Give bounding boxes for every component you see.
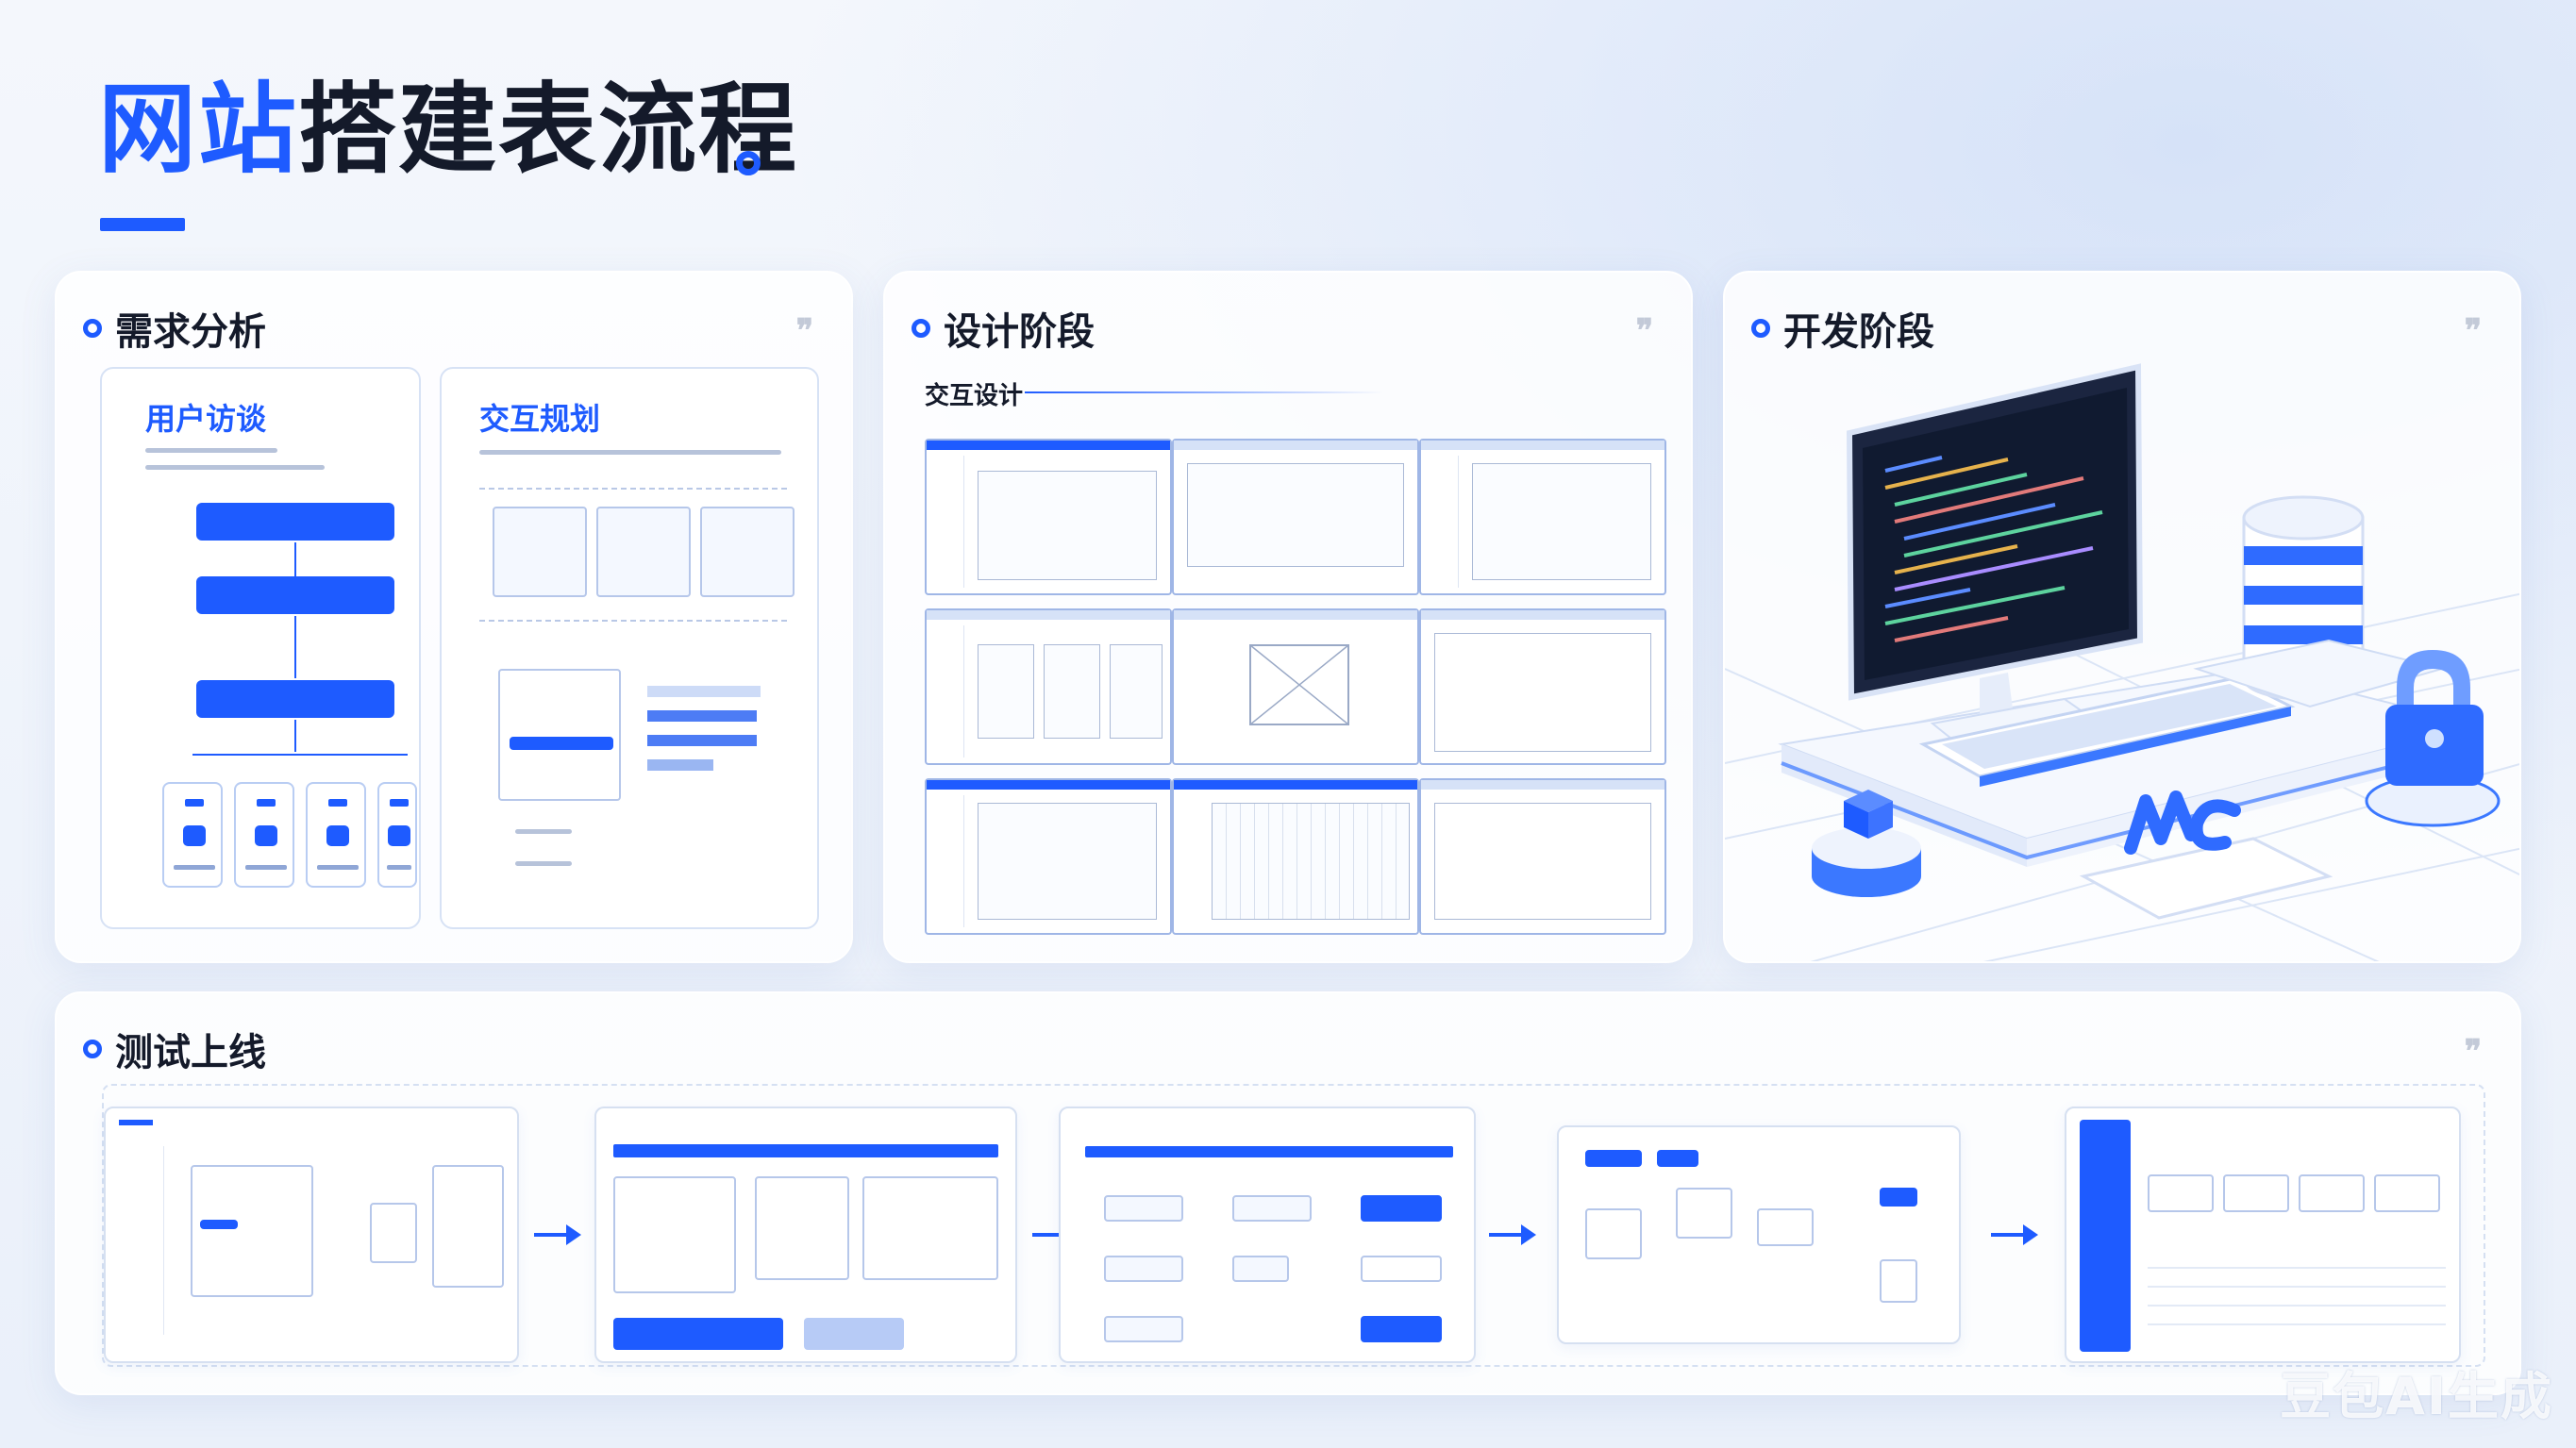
text-line — [515, 829, 572, 834]
planning-card-3 — [700, 507, 795, 597]
divider — [479, 620, 787, 622]
test-screen-2 — [594, 1107, 1017, 1363]
wireframe-9 — [1419, 778, 1666, 935]
persona-card-3[interactable] — [306, 782, 366, 888]
bullet-ring-icon — [83, 319, 102, 338]
card-development-title: 开发阶段 — [1783, 310, 1934, 354]
test-screen-3 — [1059, 1107, 1476, 1363]
text-line — [145, 465, 325, 470]
planning-table-selected-row — [510, 737, 613, 750]
flow-branch-line — [192, 754, 408, 756]
persona-card-4[interactable] — [377, 782, 417, 888]
title-underline — [100, 218, 185, 231]
card-development-header: 开发阶段 — [1751, 301, 1934, 356]
test-screen-5 — [2065, 1107, 2461, 1363]
w3c-logo-icon — [2079, 791, 2333, 920]
page-title-highlight: 网站 — [98, 72, 299, 187]
bullet-ring-icon — [83, 1040, 102, 1058]
wireframe-7 — [925, 778, 1172, 935]
page-title-rest: 搭建表流程 — [298, 72, 799, 187]
monitor-icon — [1846, 363, 2144, 741]
card-design-header: 设计阶段 — [912, 301, 1095, 356]
planning-table — [498, 669, 621, 801]
wireframe-8 — [1172, 778, 1419, 935]
flow-step-3-button[interactable] — [196, 680, 394, 718]
text-line — [515, 861, 572, 866]
flow-step-1-button[interactable] — [196, 503, 394, 541]
wireframe-2 — [1172, 439, 1419, 595]
planning-bar-4 — [647, 759, 713, 771]
watermark: 豆包AI生成 — [2280, 1367, 2553, 1426]
panel-interaction-planning: 交互规划 — [440, 367, 819, 929]
wireframe-1 — [925, 439, 1172, 595]
interaction-planning-title: 交互规划 — [479, 401, 601, 437]
wireframe-4 — [925, 608, 1172, 765]
bullet-ring-icon — [912, 319, 930, 338]
card-testing: 测试上线 ❞ — [55, 991, 2521, 1395]
planning-card-2 — [596, 507, 691, 597]
cube-pedestal-icon — [1812, 790, 1921, 897]
persona-card-2[interactable] — [234, 782, 294, 888]
image-placeholder-icon — [1249, 644, 1349, 725]
planning-card-1 — [493, 507, 587, 597]
flow-step-2-button[interactable] — [196, 576, 394, 614]
text-line — [145, 448, 277, 453]
card-design: 设计阶段 ❞ 交互设计 — [883, 271, 1693, 963]
arrow-right-icon — [534, 1224, 581, 1245]
wireframe-6 — [1419, 608, 1666, 765]
development-illustration — [1725, 363, 2519, 961]
flow-connector — [294, 542, 296, 576]
user-interview-title: 用户访谈 — [145, 401, 267, 437]
bullet-ring-icon — [1751, 319, 1770, 338]
card-requirements-header: 需求分析 — [83, 301, 266, 356]
page-title: 网站搭建表流程 — [98, 75, 798, 183]
card-testing-header: 测试上线 — [83, 1022, 266, 1076]
planning-bar-3 — [647, 735, 757, 746]
title-dot-icon — [736, 151, 761, 175]
test-screen-1 — [104, 1107, 519, 1363]
quote-icon: ❞ — [795, 312, 813, 350]
divider — [479, 488, 787, 490]
flow-connector — [294, 720, 296, 752]
card-design-title: 设计阶段 — [944, 310, 1095, 354]
card-requirements: 需求分析 ❞ 用户访谈 交互规划 — [55, 271, 853, 963]
flow-connector — [294, 616, 296, 678]
persona-card-1[interactable] — [162, 782, 223, 888]
quote-icon: ❞ — [2464, 1033, 2482, 1071]
lock-icon — [2365, 650, 2501, 827]
quote-icon: ❞ — [2464, 312, 2482, 350]
design-subtitle-line — [1025, 391, 1383, 393]
card-requirements-title: 需求分析 — [115, 310, 266, 354]
design-subtitle: 交互设计 — [925, 382, 1024, 410]
wireframe-3 — [1419, 439, 1666, 595]
panel-user-interview: 用户访谈 — [100, 367, 421, 929]
testing-dashed-frame — [102, 1084, 2485, 1367]
text-line — [479, 450, 781, 455]
planning-bar-1 — [647, 686, 761, 697]
quote-icon: ❞ — [1635, 312, 1653, 350]
wireframe-5 — [1172, 608, 1419, 765]
arrow-right-icon — [1991, 1224, 2038, 1245]
test-screen-4 — [1557, 1125, 1961, 1344]
arrow-right-icon — [1489, 1224, 1536, 1245]
card-testing-title: 测试上线 — [115, 1031, 266, 1074]
keyboard-icon — [1918, 676, 2296, 787]
database-icon — [2193, 495, 2446, 708]
card-development: 开发阶段 ❞ — [1723, 271, 2521, 963]
planning-bar-2 — [647, 710, 757, 722]
